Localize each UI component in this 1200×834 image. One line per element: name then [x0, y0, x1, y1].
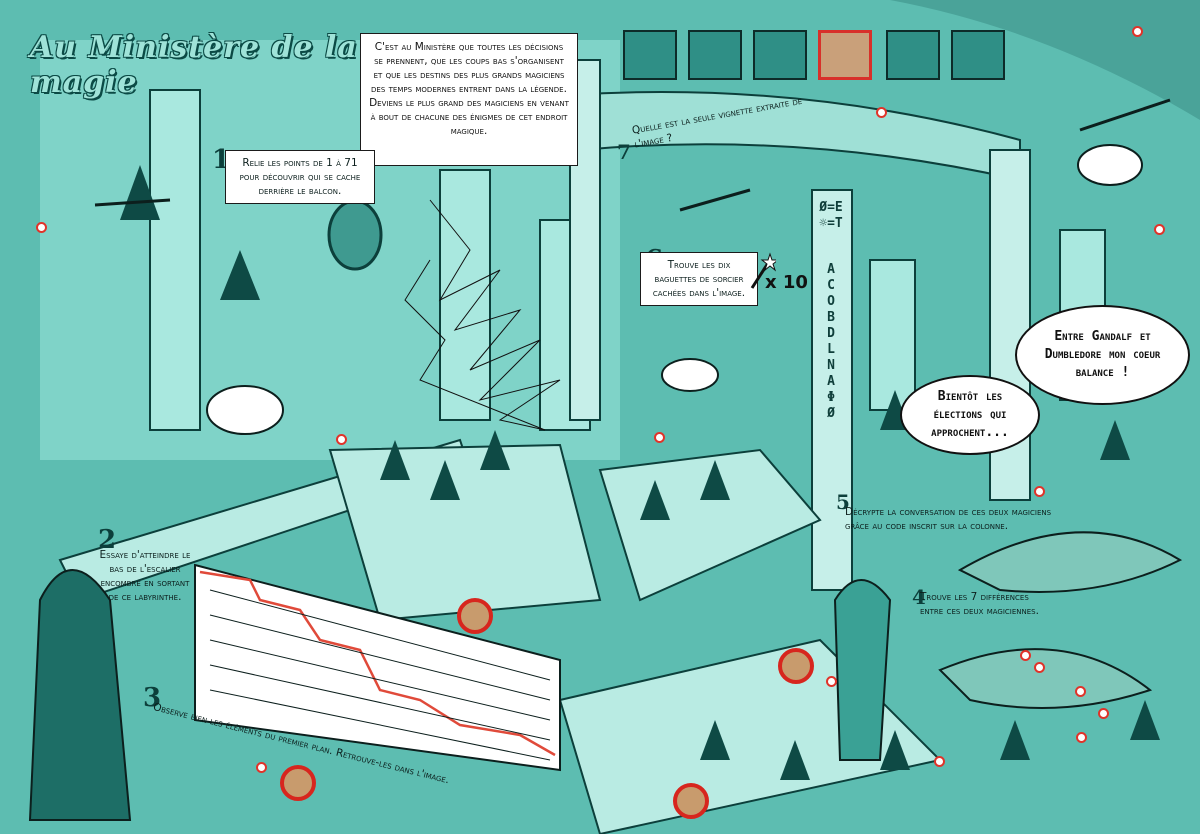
hotspot-marker[interactable]	[826, 676, 837, 687]
found-object-ring[interactable]	[778, 648, 814, 684]
thumbnail-6[interactable]	[951, 30, 1005, 80]
thumbnail-3[interactable]	[753, 30, 807, 80]
hotspot-marker[interactable]	[36, 222, 47, 233]
thumbnail-2[interactable]	[688, 30, 742, 80]
speech-bubble-right: Entre Gandalf et Dumbledore mon coeur ba…	[1015, 305, 1190, 405]
found-object-ring[interactable]	[673, 783, 709, 819]
hotspot-marker[interactable]	[1034, 486, 1045, 497]
speech-bubble-left: Bientôt les élections qui approchent...	[900, 375, 1040, 455]
code-symbol: O	[827, 294, 835, 309]
code-symbol: L	[827, 342, 835, 357]
thumbnail-1[interactable]	[623, 30, 677, 80]
ceiling-arch	[560, 0, 1200, 120]
hotspot-marker[interactable]	[336, 434, 347, 445]
wand-count: x 10	[765, 272, 808, 293]
medallion	[327, 199, 383, 271]
tall-creature	[833, 579, 892, 761]
hotspot-marker[interactable]	[1075, 686, 1086, 697]
thumbnail-4-answer[interactable]	[818, 30, 872, 80]
puzzle-4-number: 4	[912, 585, 926, 609]
puzzle-4-text: Trouve les 7 différences entre ces deux …	[920, 591, 1039, 617]
code-symbol: Ø	[827, 406, 835, 421]
owl-statue	[28, 569, 132, 821]
code-symbol: A	[827, 262, 835, 277]
hotspot-marker[interactable]	[1076, 732, 1087, 743]
maze	[194, 563, 561, 772]
hotspot-marker[interactable]	[934, 756, 945, 767]
hotspot-marker[interactable]	[876, 107, 887, 118]
hotspot-marker[interactable]	[1132, 26, 1143, 37]
hotspot-marker[interactable]	[256, 762, 267, 773]
intro-panel: C'est au Ministère que toutes les décisi…	[360, 33, 578, 166]
code-symbol: C	[827, 278, 835, 293]
puzzle-2-number: 2	[98, 525, 117, 555]
puzzle-2-text: Essaye d'atteindre le bas de l'escalier …	[99, 549, 191, 603]
puzzle-7-number: 7	[617, 140, 631, 164]
windows	[149, 89, 1106, 431]
thumbnail-5[interactable]	[886, 30, 940, 80]
code-symbol: ☼=T	[819, 216, 843, 231]
hotspot-marker[interactable]	[654, 432, 665, 443]
clouds	[206, 144, 1143, 435]
code-symbol: B	[827, 310, 835, 325]
hotspot-marker[interactable]	[1020, 650, 1031, 661]
code-symbol: Φ	[827, 390, 835, 405]
puzzle-1-text: Relie les points de 1 à 71 pour découvri…	[225, 150, 375, 204]
hotspot-marker[interactable]	[1154, 224, 1165, 235]
puzzle-5-text: Décrypte la conversation de ces deux mag…	[845, 506, 1052, 532]
flying-witches	[94, 98, 1171, 212]
puzzle-3-number: 3	[143, 683, 162, 713]
found-object-ring[interactable]	[457, 598, 493, 634]
code-symbol: Ø=E	[819, 200, 843, 215]
hotspot-marker[interactable]	[1034, 662, 1045, 673]
found-object-ring[interactable]	[280, 765, 316, 801]
dot-to-dot	[404, 199, 561, 431]
code-symbol: A	[827, 374, 835, 389]
puzzle-6-text: Trouve les dix baguettes de sorcier cach…	[640, 252, 758, 306]
puzzle-5-number: 5	[836, 490, 850, 514]
hotspot-marker[interactable]	[1098, 708, 1109, 719]
code-column: Ø=E ☼=T A C O B D L N A Φ Ø	[816, 200, 846, 422]
page-title: Au Ministère de la magie	[30, 30, 358, 100]
code-symbol: N	[827, 358, 835, 373]
code-symbol: D	[827, 326, 835, 341]
dragons	[938, 531, 1183, 709]
wand-icon	[750, 252, 776, 289]
